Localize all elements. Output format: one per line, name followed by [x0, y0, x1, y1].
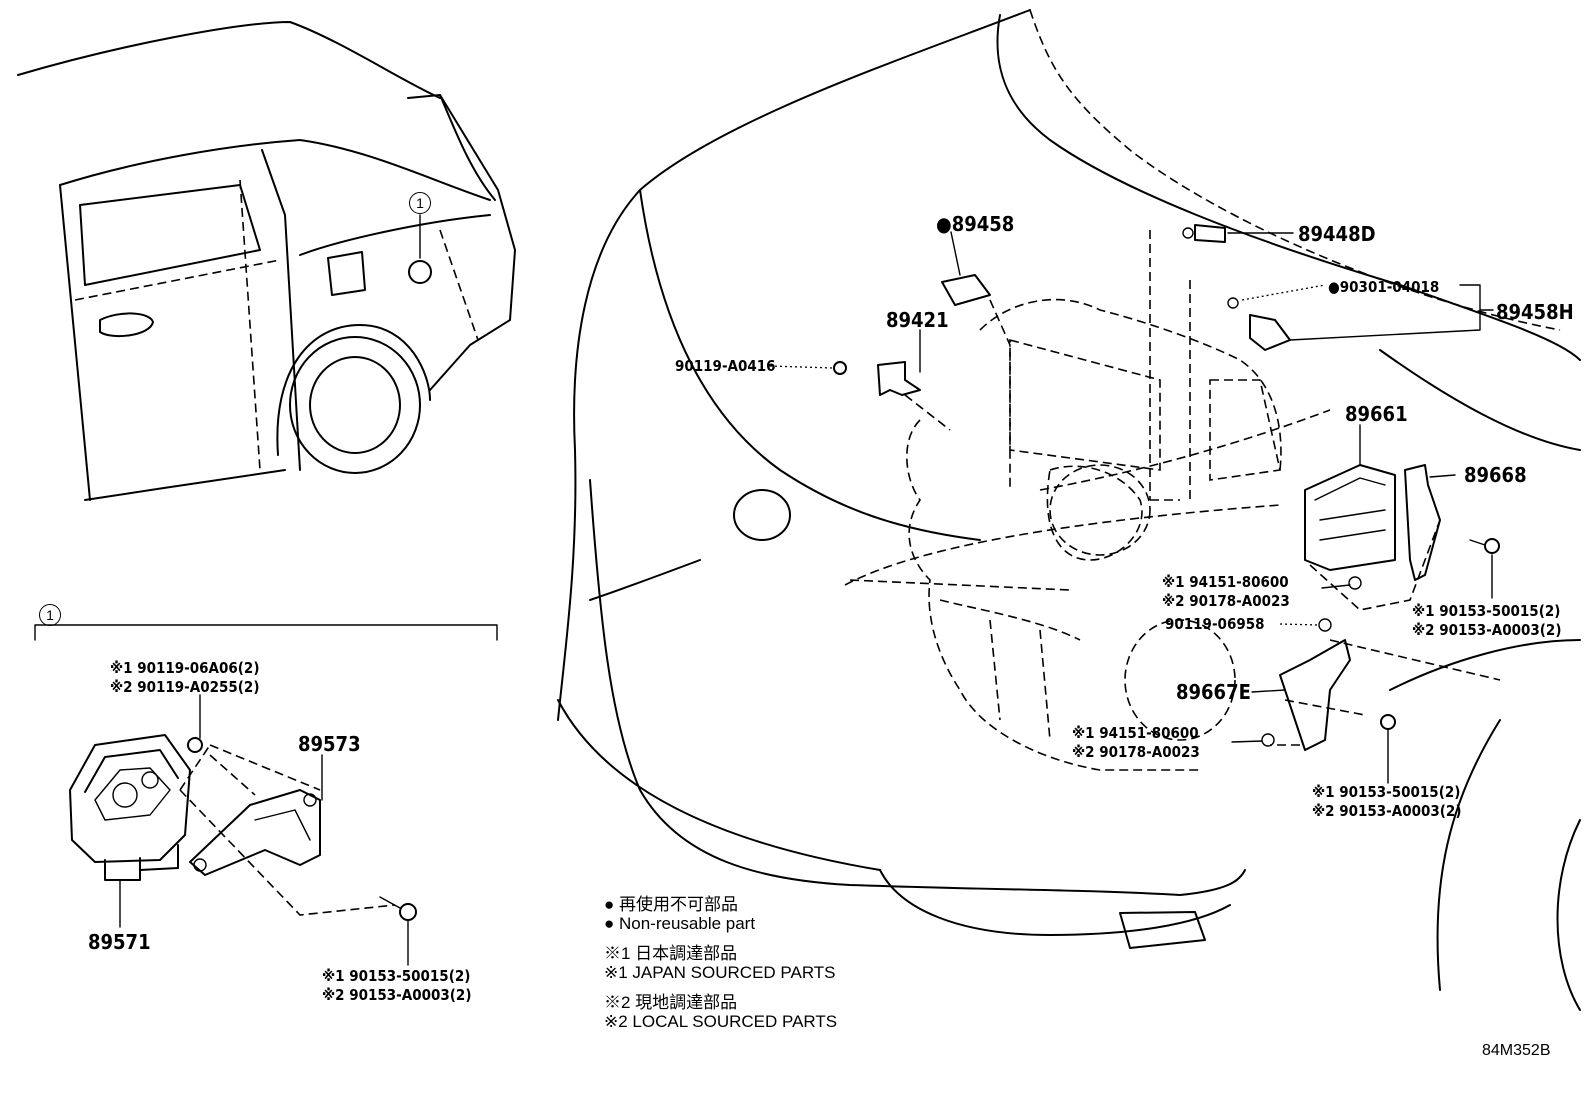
legend-local-sourced-en: ※2 LOCAL SOURCED PARTS — [604, 1012, 838, 1031]
part-90119-A0416[interactable]: 90119-A0416 — [675, 357, 776, 375]
part-90153-50015-right[interactable]: ※1 90153-50015(2) — [1412, 602, 1561, 620]
part-90153-A0003-bottom[interactable]: ※2 90153-A0003(2) — [1312, 802, 1462, 820]
legend-nonreusable-jp: ● 再使用不可部品 — [604, 895, 738, 914]
part-89667E[interactable]: 89667E — [1176, 680, 1251, 704]
part-89661[interactable]: 89661 — [1345, 402, 1408, 426]
part-90119-A0255[interactable]: ※2 90119-A0255(2) — [110, 678, 260, 696]
part-90153-50015-left[interactable]: ※1 90153-50015(2) — [322, 967, 471, 985]
part-90178-A0023-upper[interactable]: ※2 90178-A0023 — [1162, 592, 1290, 610]
ecu-callout-view — [34, 624, 498, 966]
part-89571[interactable]: 89571 — [88, 930, 151, 954]
part-94151-80600-lower[interactable]: ※1 94151-80600 — [1072, 724, 1199, 742]
legend-local-sourced-jp: ※2 現地調達部品 — [604, 993, 738, 1012]
callout-marker-detail: 1 — [39, 604, 61, 626]
part-89458[interactable]: ●89458 — [936, 212, 1015, 236]
part-89668[interactable]: 89668 — [1464, 463, 1527, 487]
part-90153-A0003-right[interactable]: ※2 90153-A0003(2) — [1412, 621, 1562, 639]
part-90178-A0023-lower[interactable]: ※2 90178-A0023 — [1072, 743, 1200, 761]
legend-japan-sourced-jp: ※1 日本調達部品 — [604, 944, 738, 963]
drawing-code: 84M352B — [1482, 1042, 1551, 1059]
rear-vehicle-view — [17, 21, 516, 501]
part-90153-A0003-left[interactable]: ※2 90153-A0003(2) — [322, 986, 472, 1004]
part-90119-06A06[interactable]: ※1 90119-06A06(2) — [110, 659, 260, 677]
legend-nonreusable-en: ● Non-reusable part — [604, 914, 756, 933]
legend-japan-sourced-en: ※1 JAPAN SOURCED PARTS — [604, 963, 836, 982]
front-vehicle-view — [557, 9, 1581, 1011]
part-89458H[interactable]: 89458H — [1496, 300, 1574, 324]
part-90153-50015-bottom[interactable]: ※1 90153-50015(2) — [1312, 783, 1461, 801]
part-89448D[interactable]: 89448D — [1298, 222, 1376, 246]
part-90119-06958[interactable]: 90119-06958 — [1165, 615, 1265, 633]
part-90301-04018[interactable]: ●90301-04018 — [1328, 278, 1440, 296]
part-94151-80600-upper[interactable]: ※1 94151-80600 — [1162, 573, 1289, 591]
callout-marker-top: 1 — [409, 192, 431, 214]
part-89421[interactable]: 89421 — [886, 308, 949, 332]
part-89573[interactable]: 89573 — [298, 732, 361, 756]
